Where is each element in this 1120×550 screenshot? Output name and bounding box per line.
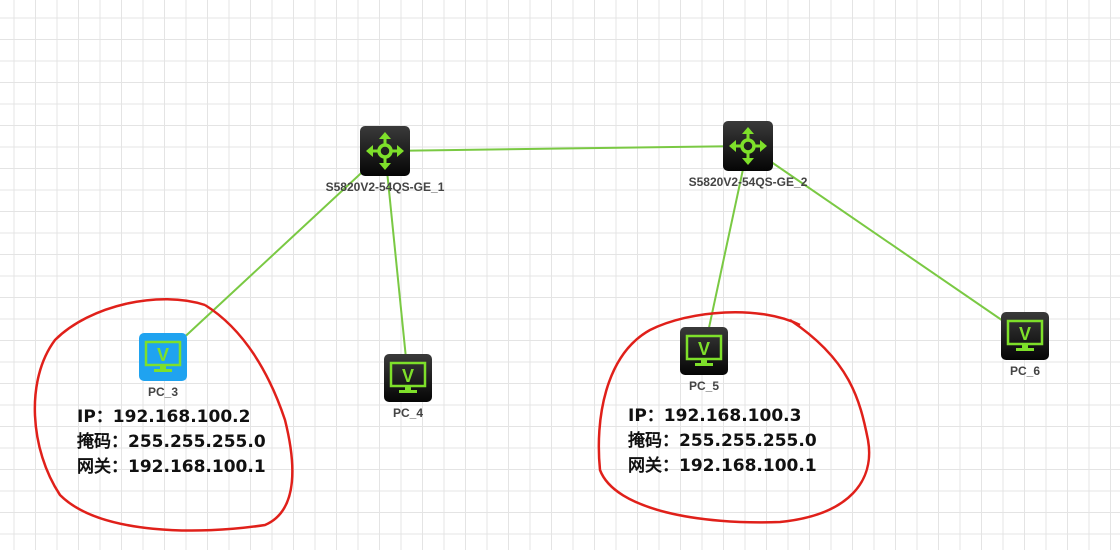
gateway-text: 网关：192.168.100.1	[77, 457, 266, 477]
svg-text:V: V	[157, 345, 169, 365]
pc-label: PC_5	[688, 379, 720, 393]
link-sw1-pc4[interactable]	[384, 150, 409, 379]
pc-monitor-icon: V	[1001, 312, 1049, 360]
link-sw1-sw2[interactable]	[384, 145, 749, 152]
gateway-text: 网关：192.168.100.1	[628, 456, 817, 476]
pc-node-3[interactable]: V PC_3	[139, 333, 187, 399]
ip-text: IP：192.168.100.2	[77, 407, 251, 427]
switch-node-1[interactable]: S5820V2-54QS-GE_1	[326, 126, 444, 194]
mask-text: 掩码：255.255.255.0	[628, 431, 817, 451]
pc-label: PC_3	[147, 385, 179, 399]
svg-text:V: V	[1019, 324, 1031, 344]
pc-node-5[interactable]: V PC_5	[680, 327, 728, 393]
pc3-annotation: IP：192.168.100.2 掩码：255.255.255.0 网关：192…	[77, 405, 266, 480]
pc-label: PC_6	[1009, 364, 1041, 378]
switch-label: S5820V2-54QS-GE_2	[688, 175, 808, 189]
annotation-circle-1	[33, 298, 294, 532]
svg-text:V: V	[698, 339, 710, 359]
svg-text:V: V	[402, 366, 414, 386]
mask-text: 掩码：255.255.255.0	[77, 432, 266, 452]
pc5-annotation: IP：192.168.100.3 掩码：255.255.255.0 网关：192…	[628, 404, 817, 479]
switch-icon	[723, 121, 773, 171]
pc-node-4[interactable]: V PC_4	[384, 354, 432, 420]
switch-icon	[360, 126, 410, 176]
pc-node-6[interactable]: V PC_6	[1001, 312, 1049, 378]
link-sw2-pc6[interactable]	[747, 145, 1026, 337]
annotation-circle-2	[597, 311, 871, 524]
link-sw2-pc5[interactable]	[703, 145, 749, 352]
switch-node-2[interactable]: S5820V2-54QS-GE_2	[689, 121, 807, 189]
link-sw1-pc3[interactable]	[162, 150, 386, 358]
pc-label: PC_4	[392, 406, 424, 420]
pc-monitor-icon: V	[139, 333, 187, 381]
pc-monitor-icon: V	[384, 354, 432, 402]
ip-text: IP：192.168.100.3	[628, 406, 802, 426]
switch-label: S5820V2-54QS-GE_1	[325, 180, 445, 194]
pc-monitor-icon: V	[680, 327, 728, 375]
